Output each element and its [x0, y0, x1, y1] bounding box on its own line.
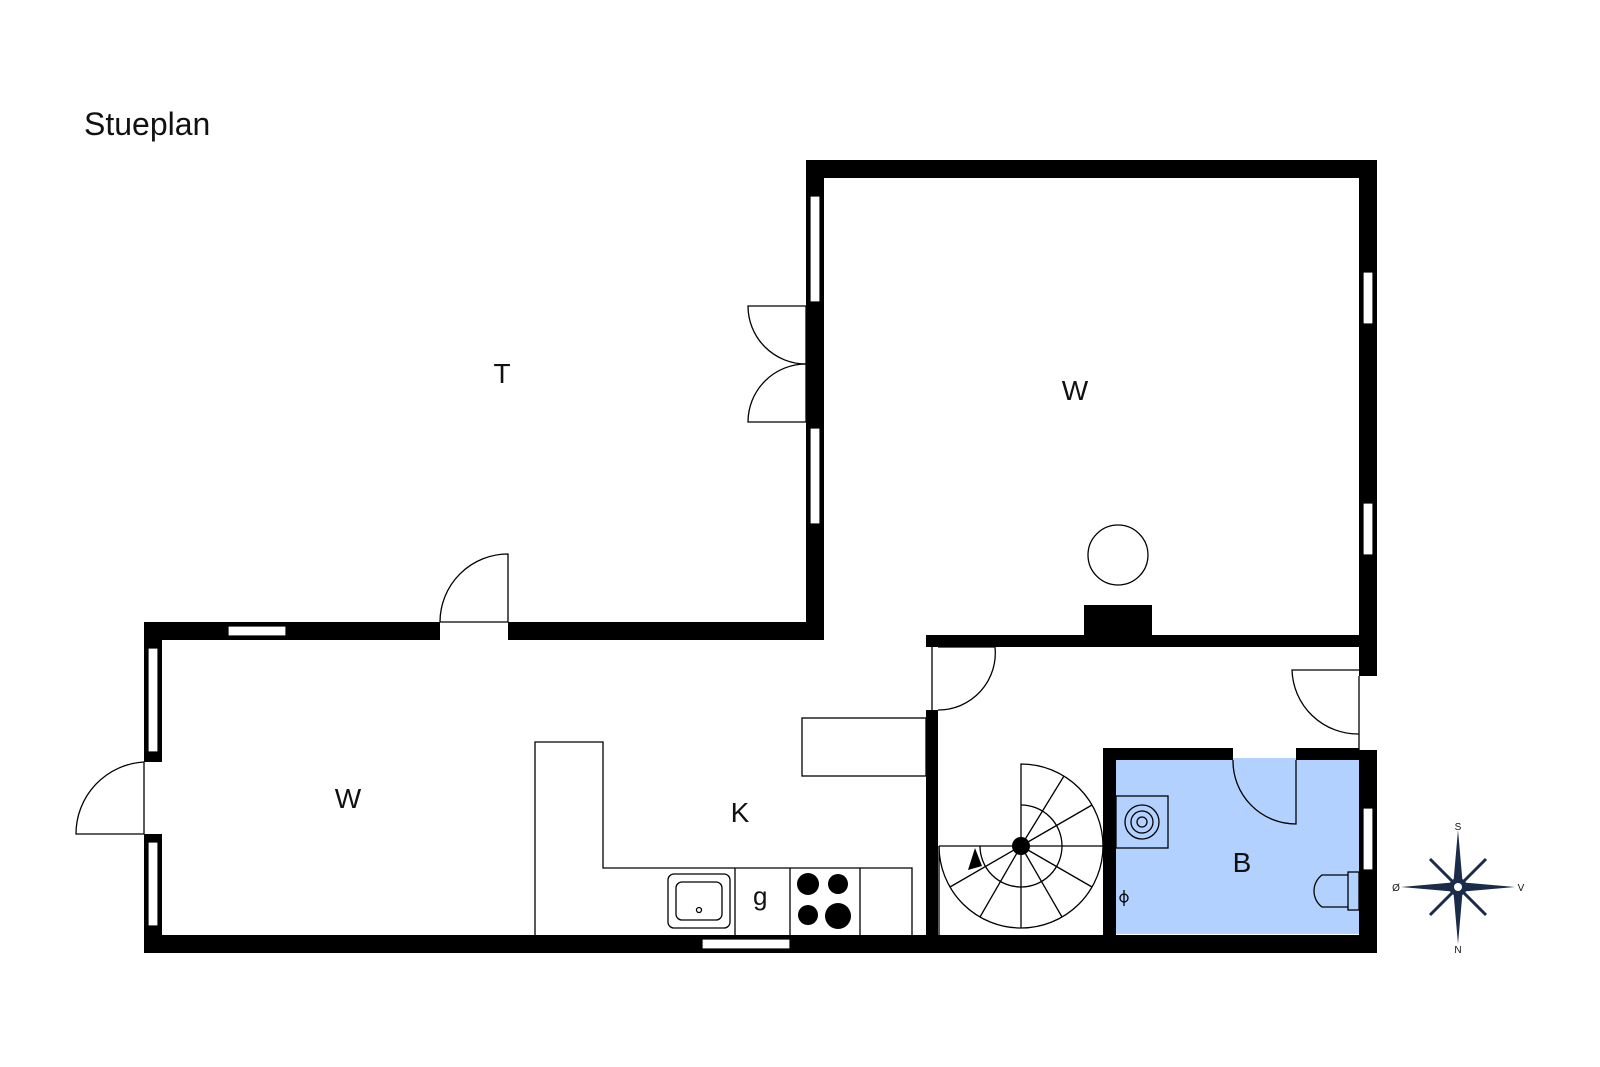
toilet	[1313, 871, 1360, 911]
room-label-living-large: W	[1062, 375, 1089, 406]
room-label-terrace: T	[493, 358, 510, 389]
compass-north: N	[1454, 945, 1461, 956]
room-label-bathroom: B	[1233, 847, 1252, 878]
stove-hob	[797, 873, 851, 929]
compass-east: Ø	[1392, 883, 1400, 894]
kitchen-counter	[534, 717, 927, 935]
room-label-kitchen: K	[731, 797, 750, 828]
plan-title: Stueplan	[84, 106, 211, 142]
windows	[147, 195, 1374, 950]
floor-drain	[1119, 890, 1129, 906]
bathroom-sink	[1115, 795, 1169, 849]
compass-south: S	[1455, 822, 1462, 833]
interior-walls	[926, 605, 1359, 935]
spiral-staircase	[938, 763, 1104, 935]
room-label-living-small: W	[335, 783, 362, 814]
compass-rose: S N Ø V	[1392, 822, 1525, 956]
gas-label: g	[753, 881, 767, 911]
kitchen-sink	[667, 873, 731, 929]
doors	[75, 305, 1360, 835]
round-table	[1087, 524, 1149, 586]
compass-west: V	[1518, 883, 1525, 894]
